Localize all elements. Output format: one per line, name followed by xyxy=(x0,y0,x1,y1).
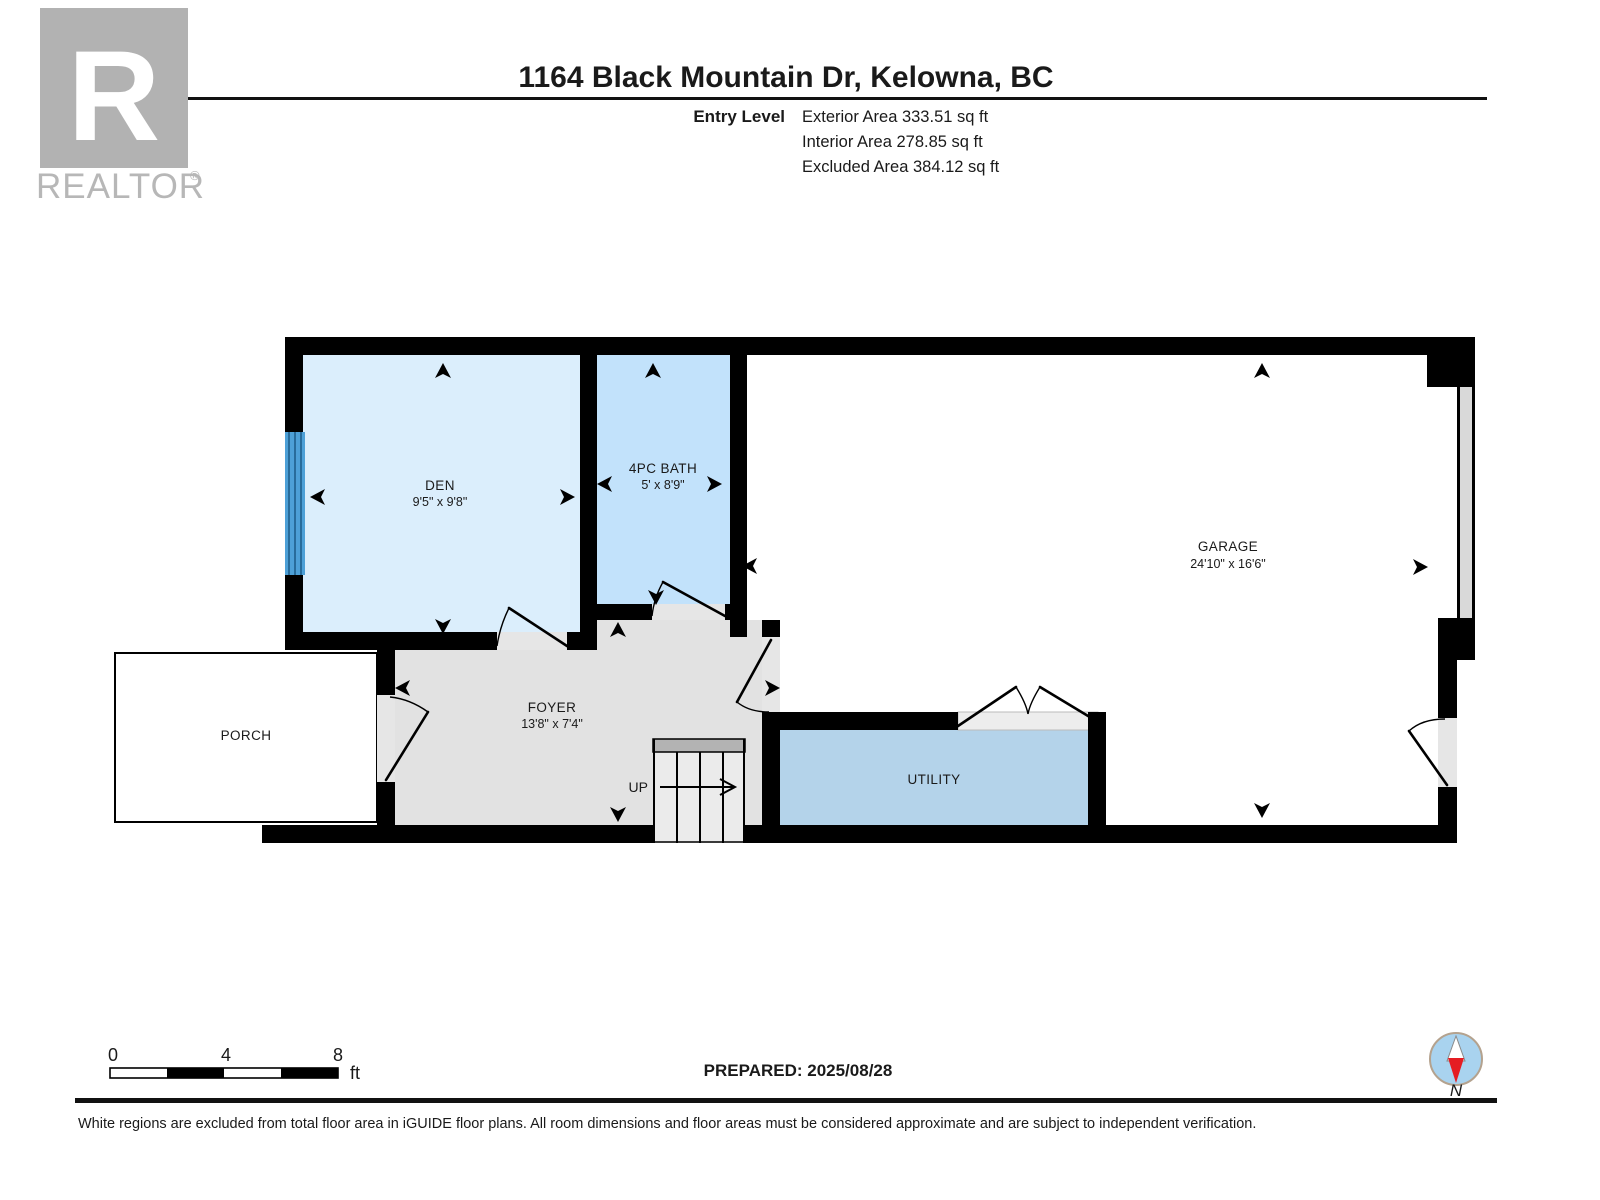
walls xyxy=(262,337,1475,843)
scale-tick-0: 0 xyxy=(108,1045,118,1065)
porch-label: PORCH xyxy=(221,728,272,743)
bath-room xyxy=(597,355,730,604)
garage-dims: 24'10" x 16'6" xyxy=(1190,557,1266,571)
disclaimer-text: White regions are excluded from total fl… xyxy=(78,1116,1256,1132)
compass-icon: N xyxy=(1429,1032,1483,1100)
utility-label: UTILITY xyxy=(907,772,960,787)
porch-outline xyxy=(114,652,378,823)
stairs-up-label: UP xyxy=(629,779,648,795)
prepared-date: PREPARED: 2025/08/28 xyxy=(704,1061,893,1080)
room-labels: DEN 9'5" x 9'8" 4PC BATH 5' x 8'9" GARAG… xyxy=(221,461,1266,787)
scale-bar: 0 4 8 ft xyxy=(108,1045,360,1083)
stairs-up-arrow xyxy=(660,778,738,796)
scale-tick-8: 8 xyxy=(333,1045,343,1065)
bath-label: 4PC BATH xyxy=(629,461,697,476)
stairs: UP xyxy=(629,738,746,843)
door-openings xyxy=(377,604,1457,787)
footer-divider xyxy=(75,1098,1497,1103)
realtor-logo: R REALTOR ® xyxy=(36,8,205,206)
realtor-logo-letter: R xyxy=(68,25,160,168)
realtor-logo-word: REALTOR xyxy=(36,167,205,206)
bath-dims: 5' x 8'9" xyxy=(641,478,684,492)
scale-tick-4: 4 xyxy=(221,1045,231,1065)
den-dims: 9'5" x 9'8" xyxy=(413,495,468,509)
excluded-area: Excluded Area 384.12 sq ft xyxy=(802,158,1000,176)
foyer-dims: 13'8" x 7'4" xyxy=(521,717,583,731)
foyer-label: FOYER xyxy=(528,700,577,715)
realtor-logo-square xyxy=(40,8,188,168)
utility-room xyxy=(780,730,1088,825)
level-label: Entry Level xyxy=(693,107,785,126)
page-title: 1164 Black Mountain Dr, Kelowna, BC xyxy=(518,61,1053,94)
exterior-area: Exterior Area 333.51 sq ft xyxy=(802,108,989,126)
den-room xyxy=(303,355,580,632)
compass-north-label: N xyxy=(1450,1081,1463,1100)
garage-label: GARAGE xyxy=(1198,539,1258,554)
doors xyxy=(384,580,1449,787)
registered-trademark-icon: ® xyxy=(190,168,200,183)
garage-door xyxy=(1457,387,1475,618)
den-label: DEN xyxy=(425,478,455,493)
header-divider xyxy=(78,97,1487,100)
window xyxy=(285,432,305,575)
interior-area: Interior Area 278.85 sq ft xyxy=(802,133,983,151)
scale-unit: ft xyxy=(350,1063,360,1083)
